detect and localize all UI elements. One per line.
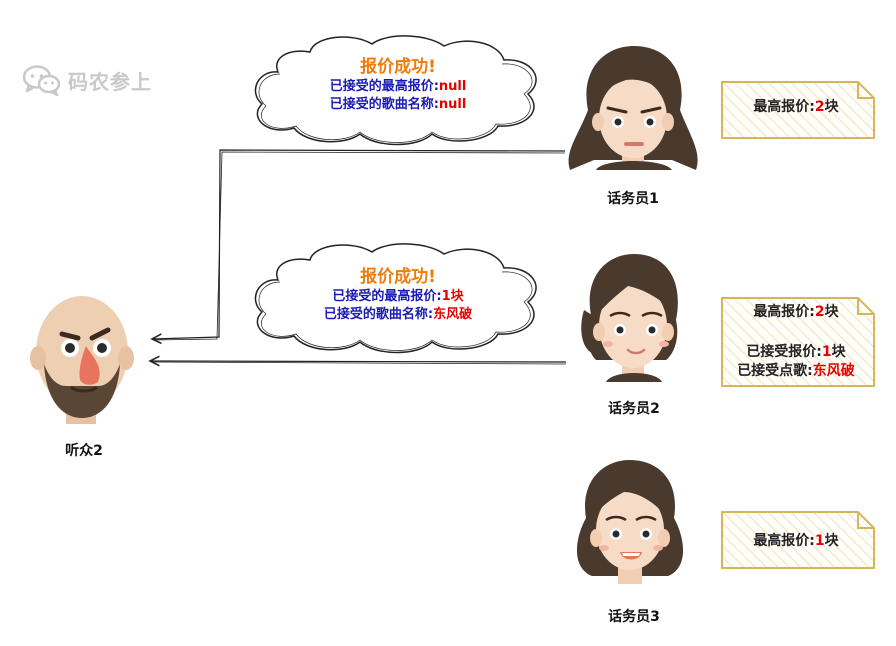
note-shape-2 bbox=[721, 297, 875, 387]
note-3-price-unit: 块 bbox=[824, 533, 839, 549]
cloud-1-line2-value: null bbox=[438, 97, 467, 112]
cloud-1-line1: 已接受的最高报价:null bbox=[278, 78, 518, 96]
note-2-accepted: 已接受报价:1块 bbox=[722, 343, 870, 362]
note-2-price-label: 最高报价: bbox=[753, 304, 815, 320]
cloud-1-line2: 已接受的歌曲名称:null bbox=[278, 96, 518, 114]
cloud-1-line1-label: 已接受的最高报价: bbox=[329, 79, 439, 94]
note-2-song-label: 已接受点歌: bbox=[737, 363, 813, 379]
listener-avatar-icon bbox=[30, 296, 134, 424]
cloud-2-line1-value: 1块 bbox=[441, 289, 464, 304]
cloud-2-line1-label: 已接受的最高报价: bbox=[332, 289, 442, 304]
note-2-accepted-unit: 块 bbox=[831, 344, 846, 360]
cloud-2-line2-label: 已接受的歌曲名称: bbox=[323, 307, 434, 322]
watermark: 码农参上 bbox=[22, 64, 152, 96]
wechat-icon bbox=[22, 65, 61, 96]
cloud-1-line1-value: null bbox=[438, 79, 467, 94]
operator-3-label: 话务员3 bbox=[608, 609, 660, 625]
note-1-price-value: 2 bbox=[814, 99, 825, 115]
cloud-shape-2 bbox=[254, 243, 537, 354]
note-3-price-label: 最高报价: bbox=[753, 533, 815, 549]
note-3-price: 最高报价:1块 bbox=[722, 532, 870, 551]
note-2-price-unit: 块 bbox=[824, 304, 839, 320]
operator-3-avatar-icon bbox=[576, 460, 684, 584]
cloud-1-text: 报价成功! 已接受的最高报价:null 已接受的歌曲名称:null bbox=[278, 56, 518, 114]
note-2-price: 最高报价:2块 bbox=[722, 303, 870, 322]
note-2-price-value: 2 bbox=[814, 304, 825, 320]
note-1-price-unit: 块 bbox=[824, 99, 839, 115]
cloud-2-line2: 已接受的歌曲名称:东风破 bbox=[278, 306, 518, 324]
cloud-shape-1 bbox=[254, 35, 537, 146]
note-2-accepted-label: 已接受报价: bbox=[746, 344, 822, 360]
note-shape-3 bbox=[721, 511, 875, 569]
arrow-operator2-to-listener bbox=[150, 361, 567, 364]
cloud-2-line2-value: 东风破 bbox=[433, 307, 473, 322]
note-1-price-label: 最高报价: bbox=[753, 99, 815, 115]
cloud-1-line2-label: 已接受的歌曲名称: bbox=[329, 97, 439, 112]
watermark-text: 码农参上 bbox=[68, 69, 152, 94]
cloud-1-title: 报价成功! bbox=[360, 57, 436, 77]
note-3-price-value: 1 bbox=[814, 533, 825, 549]
note-shape-1 bbox=[721, 81, 875, 139]
arrow-operator1-to-listener bbox=[152, 149, 566, 340]
listener-label: 听众2 bbox=[65, 443, 103, 459]
operator-2-label: 话务员2 bbox=[608, 401, 660, 417]
operator-2-avatar-icon bbox=[581, 254, 678, 382]
operator-1-avatar-icon bbox=[568, 46, 698, 170]
note-2-song: 已接受点歌:东风破 bbox=[722, 362, 870, 381]
note-1-price: 最高报价:2块 bbox=[722, 98, 870, 117]
cloud-2-title: 报价成功! bbox=[360, 267, 436, 287]
operator-1-label: 话务员1 bbox=[607, 191, 659, 207]
note-2-song-value: 东风破 bbox=[812, 363, 855, 379]
note-2-accepted-value: 1 bbox=[821, 344, 832, 360]
cloud-2-text: 报价成功! 已接受的最高报价:1块 已接受的歌曲名称:东风破 bbox=[278, 266, 518, 324]
cloud-2-line1: 已接受的最高报价:1块 bbox=[278, 288, 518, 306]
